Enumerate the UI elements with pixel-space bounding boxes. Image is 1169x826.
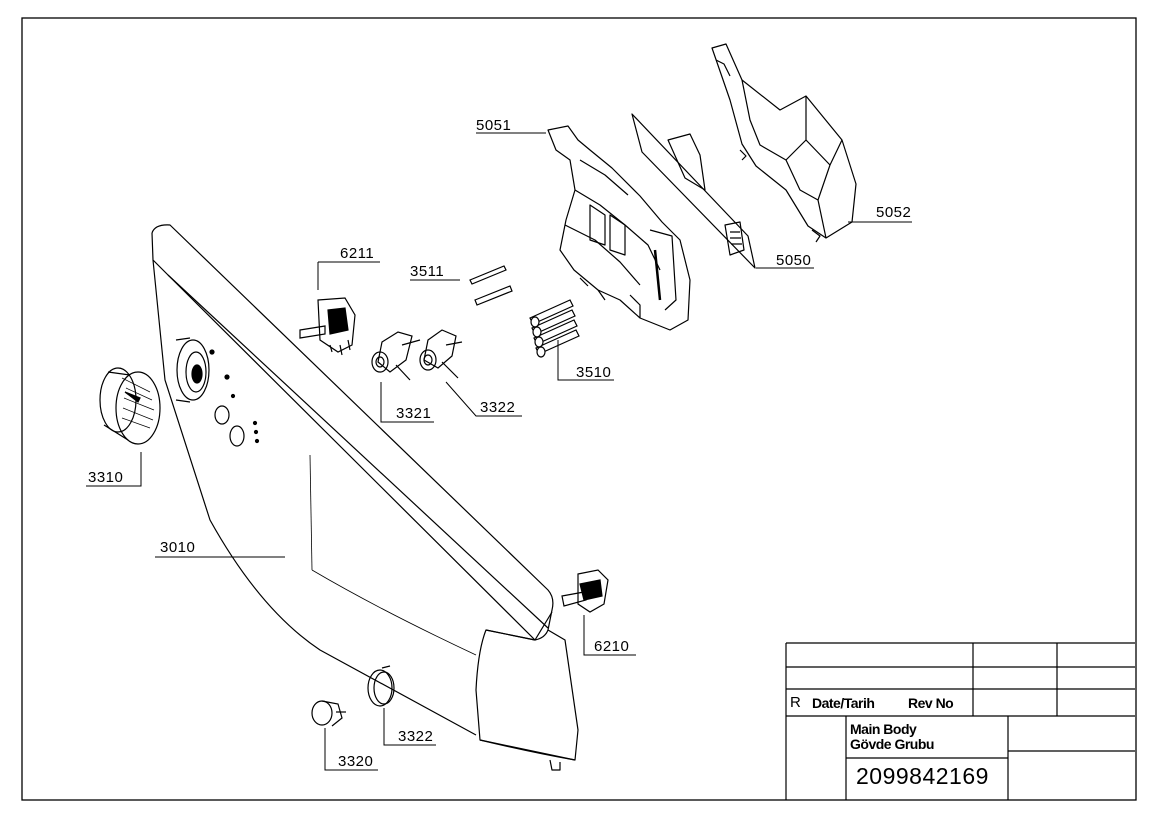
title-block [785,642,1135,800]
leader-lines [86,132,912,771]
drawing-number: 2099842169 [856,763,989,789]
revision-marker: R [790,694,801,711]
label-3510: 3510 [576,364,612,381]
control-panel-3010 [151,224,579,771]
button-3322-top [419,329,463,379]
connectors-3510 [529,299,580,358]
label-6211: 6211 [340,245,375,262]
date-header: Date/Tarih [812,695,875,711]
pcb-5050 [631,113,756,269]
switch-6211 [299,297,356,356]
label-5051: 5051 [476,117,512,134]
label-3321: 3321 [396,405,432,422]
switch-6210 [561,569,609,613]
label-3320: 3320 [338,753,374,770]
label-3322-bottom: 3322 [398,728,434,745]
title-turkish: Gövde Grubu [850,736,934,752]
pins-3511 [469,265,513,306]
label-3322-top: 3322 [480,399,516,416]
label-5052: 5052 [876,204,912,221]
cover-5052 [711,43,857,243]
rev-no-header: Rev No [908,695,954,711]
label-6210: 6210 [594,638,630,655]
cap-3320 [311,700,346,727]
knob-3310 [99,367,161,445]
label-3310: 3310 [88,469,124,486]
label-3010: 3010 [160,539,196,556]
label-3511: 3511 [410,263,445,280]
ring-3322-bottom [367,665,395,707]
button-3321 [371,331,421,381]
label-5050: 5050 [776,252,812,269]
frame-5051 [547,125,691,331]
sheet-frame [21,17,1137,801]
title-english: Main Body [850,721,917,737]
